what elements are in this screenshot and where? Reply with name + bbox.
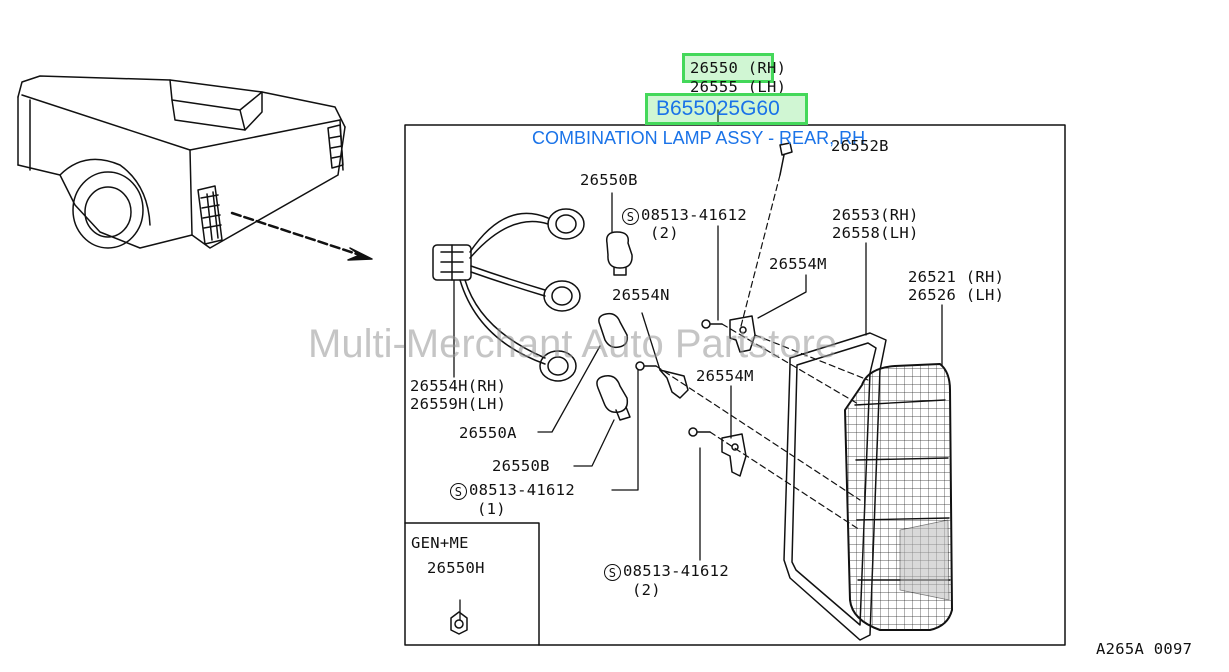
- callout-26526: 26526 (LH): [908, 286, 1005, 304]
- callout-26553: 26553(RH): [832, 206, 919, 224]
- part-title: COMBINATION LAMP ASSY - REAR, RH: [532, 128, 866, 148]
- bulbs: [596, 231, 633, 421]
- screw-s-icon: S: [450, 483, 467, 500]
- callout-26554m-mid: 26554M: [696, 367, 754, 385]
- inset-clip: [450, 611, 468, 635]
- figure-code: A265A 0097: [1096, 640, 1193, 658]
- screw-s-icon: S: [622, 208, 639, 225]
- callout-26558: 26558(LH): [832, 224, 919, 242]
- callout-26554n: 26554N: [612, 286, 670, 304]
- callout-26552b: 26552B: [831, 137, 889, 155]
- callout-26550a: 26550A: [459, 424, 517, 442]
- inset-title: GEN+ME: [411, 534, 469, 552]
- inset-part: 26550H: [427, 559, 485, 577]
- callout-top-lh: 26555 (LH): [690, 78, 787, 96]
- wiring-harness: [432, 208, 585, 382]
- leader-lines: [453, 192, 943, 621]
- part-number[interactable]: B655025G60: [656, 97, 780, 120]
- callout-26550b-low: 26550B: [492, 457, 550, 475]
- inset-frame: [404, 522, 540, 646]
- callout-26559h: 26559H(LH): [410, 395, 507, 413]
- part-number-box: [645, 93, 808, 125]
- callout-26554m-top: 26554M: [769, 255, 827, 273]
- watermark: Multi-Merchant Auto Partstore: [308, 322, 838, 366]
- alignment-lines: [655, 174, 869, 531]
- callout-08513-low-qty: (2): [632, 581, 661, 599]
- fasteners: [635, 142, 793, 477]
- lamp-lens: [844, 363, 953, 631]
- callout-top-rh: 26550 (RH): [690, 59, 787, 77]
- callout-26554h: 26554H(RH): [410, 377, 507, 395]
- truck-illustration: [17, 75, 373, 261]
- screw-s-icon: S: [604, 564, 621, 581]
- callout-08513-mid-qty: (1): [477, 500, 506, 518]
- callout-26521: 26521 (RH): [908, 268, 1005, 286]
- part-number-highlight: [682, 53, 774, 83]
- diagram-frame: [404, 124, 1066, 646]
- callout-08513-top-qty: (2): [650, 224, 679, 242]
- callout-26550b-top: 26550B: [580, 171, 638, 189]
